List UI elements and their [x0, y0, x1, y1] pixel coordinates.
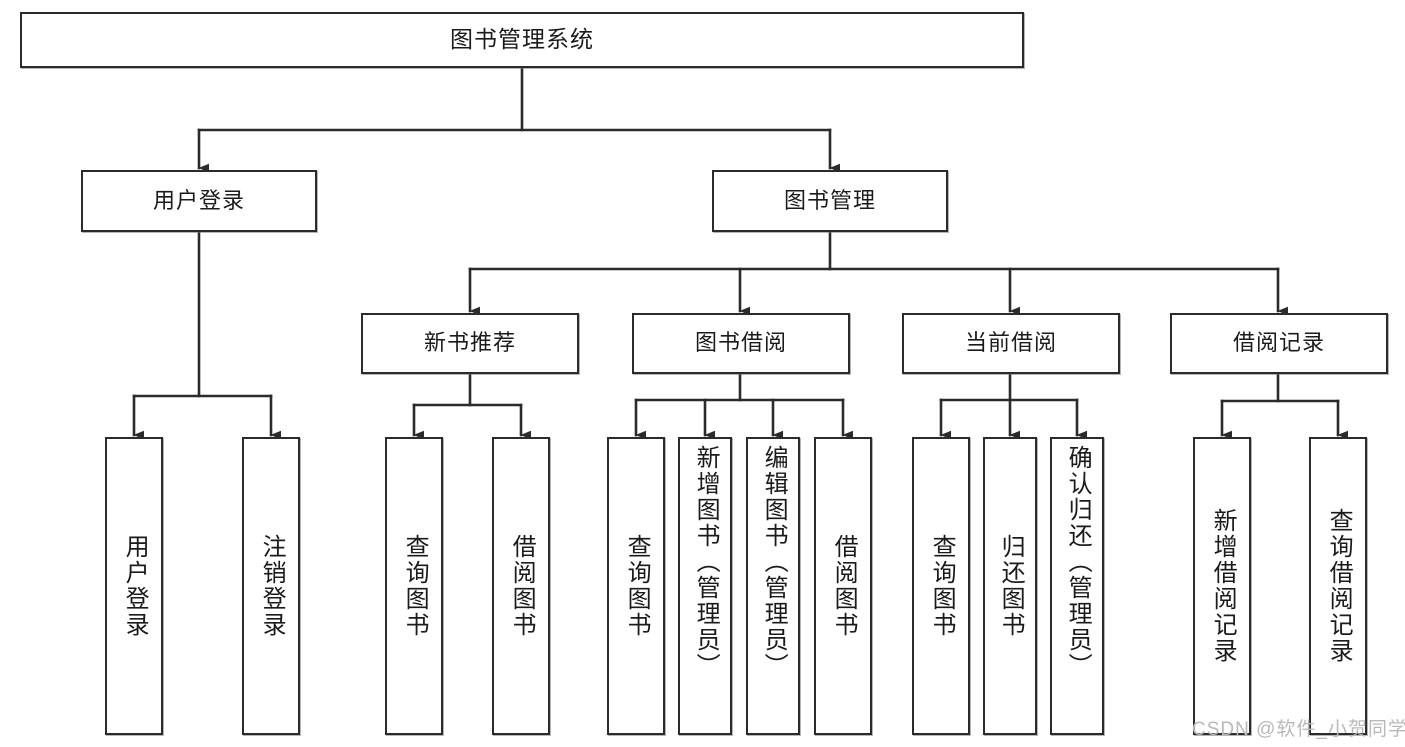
node-label: 查询图书: [401, 534, 429, 638]
leaf-query-borrow-record[interactable]: 查询借阅记录: [1309, 437, 1367, 735]
node-label: 查询借阅记录: [1325, 508, 1353, 664]
leaf-user-login[interactable]: 用户登录: [105, 437, 163, 735]
node-root-system[interactable]: 图书管理系统: [20, 12, 1024, 68]
node-label: 确认归还（管理员）: [1064, 445, 1092, 679]
node-user-login[interactable]: 用户登录: [81, 170, 317, 232]
node-label: 借阅记录: [1232, 330, 1325, 356]
node-label: 编辑图书（管理员）: [760, 445, 788, 679]
node-current-borrow[interactable]: 当前借阅: [902, 313, 1120, 374]
node-label: 当前借阅: [964, 330, 1057, 356]
leaf-logout-login[interactable]: 注销登录: [242, 437, 300, 735]
node-borrow-record[interactable]: 借阅记录: [1170, 313, 1388, 374]
node-label: 新增借阅记录: [1209, 508, 1237, 664]
node-label: 图书管理: [783, 187, 876, 213]
node-label: 用户登录: [152, 187, 245, 213]
leaf-add-book-admin[interactable]: 新增图书（管理员）: [678, 437, 732, 735]
csdn-watermark: CSDN @软件_小贺同学: [1192, 719, 1405, 740]
node-label: 新书推荐: [423, 330, 516, 356]
leaf-borrow-book-recommend[interactable]: 借阅图书: [492, 437, 550, 735]
node-label: 归还图书: [997, 534, 1025, 638]
node-label: 用户登录: [121, 534, 149, 638]
leaf-edit-book-admin[interactable]: 编辑图书（管理员）: [746, 437, 800, 735]
node-label: 查询图书: [928, 534, 956, 638]
leaf-query-book-borrow[interactable]: 查询图书: [607, 437, 665, 735]
leaf-borrow-book[interactable]: 借阅图书: [814, 437, 872, 735]
node-new-book-recommend[interactable]: 新书推荐: [361, 313, 579, 374]
node-book-management[interactable]: 图书管理: [712, 170, 948, 232]
node-label: 注销登录: [258, 534, 286, 638]
node-book-borrow[interactable]: 图书借阅: [632, 313, 850, 374]
node-label: 借阅图书: [830, 534, 858, 638]
node-label: 新增图书（管理员）: [692, 445, 720, 679]
leaf-confirm-return-admin[interactable]: 确认归还（管理员）: [1050, 437, 1104, 735]
leaf-query-book-current[interactable]: 查询图书: [912, 437, 970, 735]
node-label: 图书管理系统: [450, 26, 594, 53]
node-label: 查询图书: [623, 534, 651, 638]
leaf-add-borrow-record[interactable]: 新增借阅记录: [1193, 437, 1251, 735]
node-label: 借阅图书: [508, 534, 536, 638]
leaf-query-book-recommend[interactable]: 查询图书: [385, 437, 443, 735]
leaf-return-book[interactable]: 归还图书: [983, 437, 1037, 735]
node-label: 图书借阅: [694, 330, 787, 356]
